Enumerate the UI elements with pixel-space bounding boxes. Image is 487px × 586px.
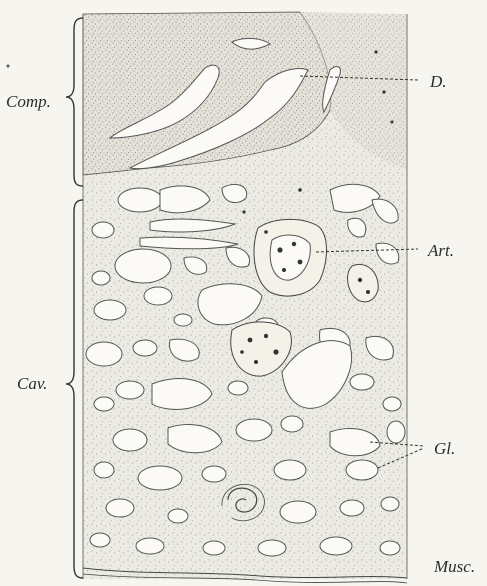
cavernous-space [203,541,225,555]
cell-nucleus [273,349,278,354]
cavernous-space [106,499,134,517]
cavernous-space [202,466,226,482]
gland-space [346,460,378,480]
label-cav: Cav. [17,374,47,393]
cavernous-space [236,419,272,441]
cell-nucleus [298,188,302,192]
cell-nucleus [240,350,244,354]
cell-nucleus [242,210,245,213]
cell-nucleus [382,90,385,93]
cav-brace [66,200,83,578]
cavernous-space [174,314,192,326]
cavernous-space [113,429,147,451]
cavernous-space [133,340,157,356]
cell-nucleus [298,260,303,265]
cell-nucleus [391,121,394,124]
cavernous-space [380,541,400,555]
cell-nucleus [277,247,282,252]
cavernous-space [94,462,114,478]
cell-nucleus [292,242,296,246]
cell-nucleus [248,338,253,343]
cell-nucleus [358,278,362,282]
comp-brace [66,18,83,186]
cell-nucleus [374,50,377,53]
cavernous-space [280,501,316,523]
cavernous-space [138,466,182,490]
cavernous-space [118,188,162,212]
cavernous-space [90,533,110,547]
label-comp: Comp. [6,92,51,111]
cavernous-space [340,500,364,516]
cell-nucleus [254,360,258,364]
cavernous-space [381,497,399,511]
cavernous-space [281,416,303,432]
cavernous-space [258,540,286,556]
label-d: D. [429,72,447,91]
cavernous-space [320,537,352,555]
cavernous-space [86,342,122,366]
cavernous-space [144,287,172,305]
cavernous-space [350,374,374,390]
cavernous-space [168,509,188,523]
cavernous-space [387,421,405,443]
stray-mark [7,65,10,68]
label-gl: Gl. [434,439,455,458]
label-art: Art. [427,241,454,260]
cavernous-space [274,460,306,480]
cell-nucleus [264,334,268,338]
cavernous-space [228,381,248,395]
cavernous-space [136,538,164,554]
cavernous-space [116,381,144,399]
cavernous-space [115,249,171,283]
cavernous-space [94,397,114,411]
cavernous-space [383,397,401,411]
cell-nucleus [366,290,370,294]
cavernous-space [92,271,110,285]
cell-nucleus [282,268,286,272]
label-musc: Musc. [433,557,475,576]
cavernous-space [94,300,126,320]
cavernous-space [92,222,114,238]
cell-nucleus [264,230,268,234]
